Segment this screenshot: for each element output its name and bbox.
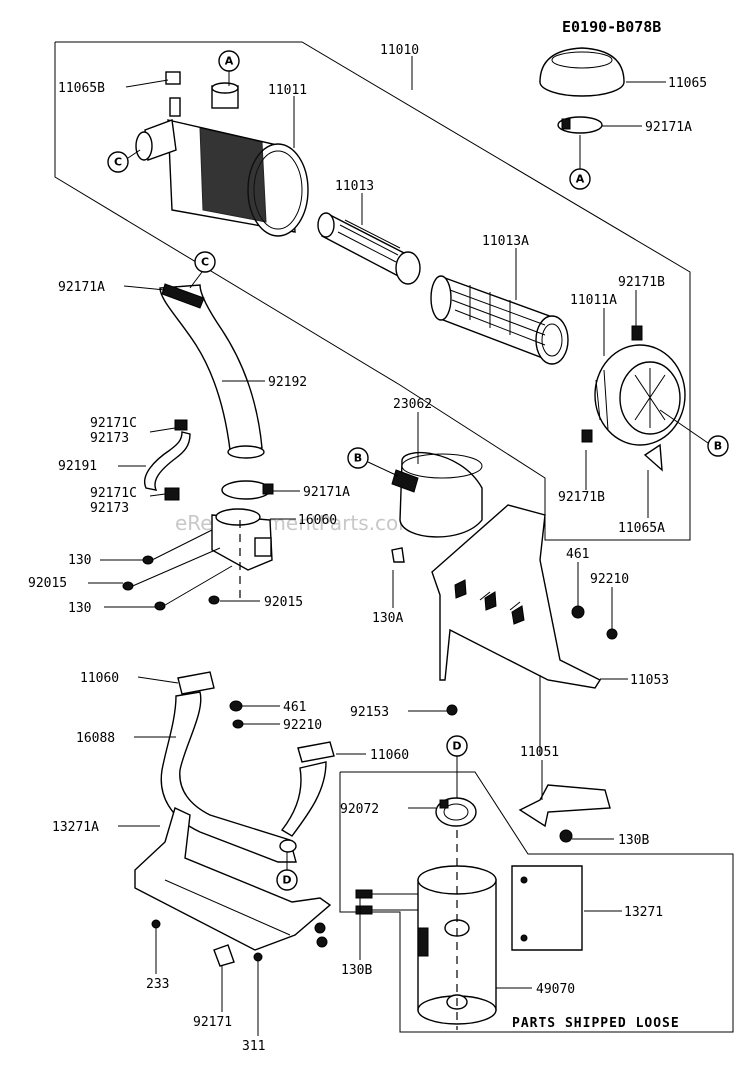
label-92072: 92072 — [340, 802, 379, 817]
label-311: 311 — [242, 1039, 265, 1054]
shield-plate — [511, 865, 583, 951]
label-130A: 130A — [372, 611, 403, 626]
ref-circle-B-right: B — [659, 409, 729, 457]
mounting-band — [391, 452, 483, 563]
cleaner-bracket — [431, 504, 618, 755]
svg-text:C: C — [201, 256, 209, 269]
label-92171-bot: 92171 — [193, 1015, 232, 1030]
exhaust-pipe — [160, 691, 327, 863]
muffler — [355, 865, 497, 1025]
diagram-code: E0190-B078B — [562, 18, 661, 36]
svg-text:A: A — [576, 173, 585, 186]
label-92171C-a: 92171C — [90, 416, 137, 431]
label-92192: 92192 — [268, 375, 307, 390]
label-16088: 16088 — [76, 731, 115, 746]
label-130-a: 130 — [68, 553, 91, 568]
label-49070: 49070 — [536, 982, 575, 997]
label-92015-a: 92015 — [28, 576, 67, 591]
label-11060-a: 11060 — [80, 671, 119, 686]
ref-circle-C-top: C — [107, 149, 141, 173]
breather-hose — [143, 419, 191, 501]
label-92173-a: 92173 — [90, 431, 129, 446]
label-92171A-left: 92171A — [58, 280, 105, 295]
label-92171B-bot: 92171B — [558, 490, 605, 505]
label-92210-a: 92210 — [590, 572, 629, 587]
label-92210-b: 92210 — [283, 718, 322, 733]
svg-text:C: C — [114, 156, 122, 169]
svg-text:A: A — [225, 55, 234, 68]
gaskets — [177, 671, 335, 763]
ref-circle-A-top: A — [218, 50, 240, 86]
ref-circle-B-band: B — [347, 447, 399, 477]
label-92015-b: 92015 — [264, 595, 303, 610]
label-11065A: 11065A — [618, 521, 665, 536]
label-11013A: 11013A — [482, 234, 529, 249]
label-16060: 16060 — [298, 513, 337, 528]
label-11010: 11010 — [380, 43, 419, 58]
ref-circle-D-muffler: D — [446, 735, 468, 798]
label-92173-b: 92173 — [90, 501, 129, 516]
label-92171A-top: 92171A — [645, 120, 692, 135]
label-92153: 92153 — [350, 705, 389, 720]
intake-hose — [159, 283, 265, 459]
air-cleaner-housing — [135, 71, 309, 237]
svg-text:B: B — [714, 440, 722, 453]
label-11051: 11051 — [520, 745, 559, 760]
label-11011A: 11011A — [570, 293, 617, 308]
label-130B-b: 130B — [341, 963, 372, 978]
ref-circle-D-pipe: D — [276, 852, 298, 891]
label-130B-a: 130B — [618, 833, 649, 848]
small-bracket — [518, 784, 611, 843]
intake-manifold — [122, 508, 273, 611]
label-13271: 13271 — [624, 905, 663, 920]
label-461-b: 461 — [283, 700, 306, 715]
svg-text:D: D — [282, 874, 291, 887]
assembly-outline-11010 — [54, 41, 691, 541]
label-13271A: 13271A — [52, 820, 99, 835]
clamp-mid — [221, 480, 274, 500]
label-11011: 11011 — [268, 83, 307, 98]
label-11065: 11065 — [668, 76, 707, 91]
label-92191: 92191 — [58, 459, 97, 474]
label-233: 233 — [146, 977, 169, 992]
ref-circle-C-left: C — [189, 251, 216, 289]
svg-text:B: B — [354, 452, 362, 465]
label-461-a: 461 — [566, 547, 589, 562]
ref-circle-A-right: A — [569, 135, 591, 190]
leader-lines — [88, 56, 666, 1036]
precleaner-cap — [539, 47, 625, 97]
label-130-b: 130 — [68, 601, 91, 616]
clamp-top — [557, 116, 603, 134]
svg-text:D: D — [452, 740, 461, 753]
label-11013: 11013 — [335, 179, 374, 194]
muffler-clamp — [435, 797, 477, 827]
label-23062: 23062 — [393, 397, 432, 412]
label-92171B-top: 92171B — [618, 275, 665, 290]
outer-element — [430, 275, 569, 365]
label-92171C-b: 92171C — [90, 486, 137, 501]
muffler-bracket — [134, 807, 332, 967]
label-11053: 11053 — [630, 673, 669, 688]
inner-element — [317, 212, 421, 285]
parts-shipped-loose-note: PARTS SHIPPED LOOSE — [512, 1016, 680, 1031]
alignment-lines — [239, 520, 458, 1030]
label-11060-b: 11060 — [370, 748, 409, 763]
end-cover — [581, 325, 686, 472]
label-92171A-mid: 92171A — [303, 485, 350, 500]
label-11065B: 11065B — [58, 81, 105, 96]
